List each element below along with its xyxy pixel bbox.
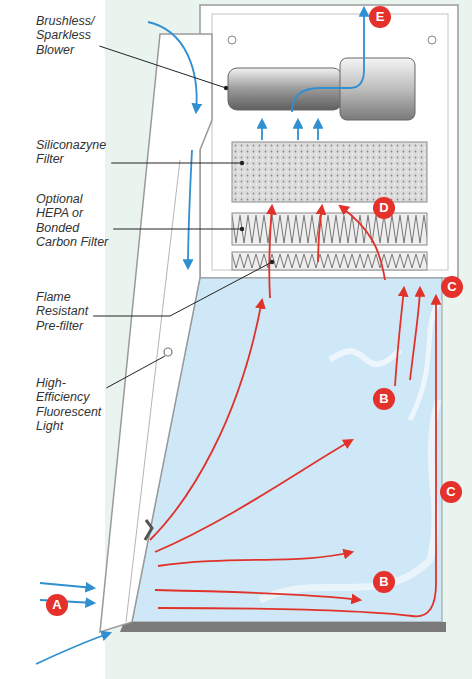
leader-line (93, 262, 272, 316)
red-arrow (155, 590, 360, 600)
blue-airflow (36, 8, 364, 664)
blue-arrow (188, 150, 192, 268)
sash-handle (145, 520, 152, 540)
blower-motor (340, 58, 415, 120)
housing-inner (212, 14, 448, 270)
callout-letter: C (440, 481, 462, 503)
red-airflow (150, 206, 436, 616)
blue-arrow (40, 583, 94, 588)
callout-letter: B (373, 571, 395, 593)
airflow-wisp (330, 350, 400, 364)
blue-arrow (317, 120, 319, 140)
leader-line (106, 356, 165, 388)
leader-dot (224, 86, 228, 90)
screw (228, 36, 236, 44)
fluorescent-light (164, 348, 172, 356)
red-arrow (155, 440, 352, 552)
front-panel (100, 34, 212, 632)
red-arrow (318, 206, 322, 262)
blue-arrow (36, 633, 110, 664)
leader-dot (240, 227, 244, 231)
part-label: Optional HEPA or Bonded Carbon Filter (36, 192, 116, 250)
red-arrow (269, 206, 272, 298)
red-arrow (395, 288, 404, 386)
airflow-wisp (260, 400, 438, 600)
filter-housing (200, 5, 458, 278)
callout-letter: B (373, 388, 395, 410)
siliconazyne-filter (232, 142, 427, 202)
blue-arrow (292, 8, 364, 112)
blue-arrow (261, 120, 263, 140)
leader-dot (240, 161, 244, 165)
callout-letter: D (373, 197, 395, 219)
red-arrow (150, 300, 262, 540)
part-label: Siliconazyne Filter (36, 138, 116, 167)
part-label: Flame Resistant Pre-filter (36, 290, 106, 333)
work-surface (120, 622, 446, 632)
leader-lines (93, 46, 272, 388)
leader-dots (224, 86, 274, 264)
blower-body (228, 68, 342, 110)
red-arrow (158, 552, 352, 566)
red-arrow (410, 288, 420, 380)
hepa-filter (232, 213, 427, 245)
screw (428, 36, 436, 44)
leader-line (113, 229, 242, 230)
red-arrow (158, 296, 436, 616)
callout-letter: C (441, 276, 463, 298)
leader-line (99, 46, 226, 88)
callout-letter: E (369, 6, 391, 28)
part-label: High-Efficiency Fluorescent Light (36, 376, 108, 434)
leader-line (111, 163, 242, 164)
callout-letter: A (46, 594, 68, 616)
blue-arrow (297, 120, 299, 140)
leader-dot (270, 260, 274, 264)
blue-arrow (148, 22, 197, 112)
part-label: Brushless/ Sparkless Blower (36, 14, 108, 57)
